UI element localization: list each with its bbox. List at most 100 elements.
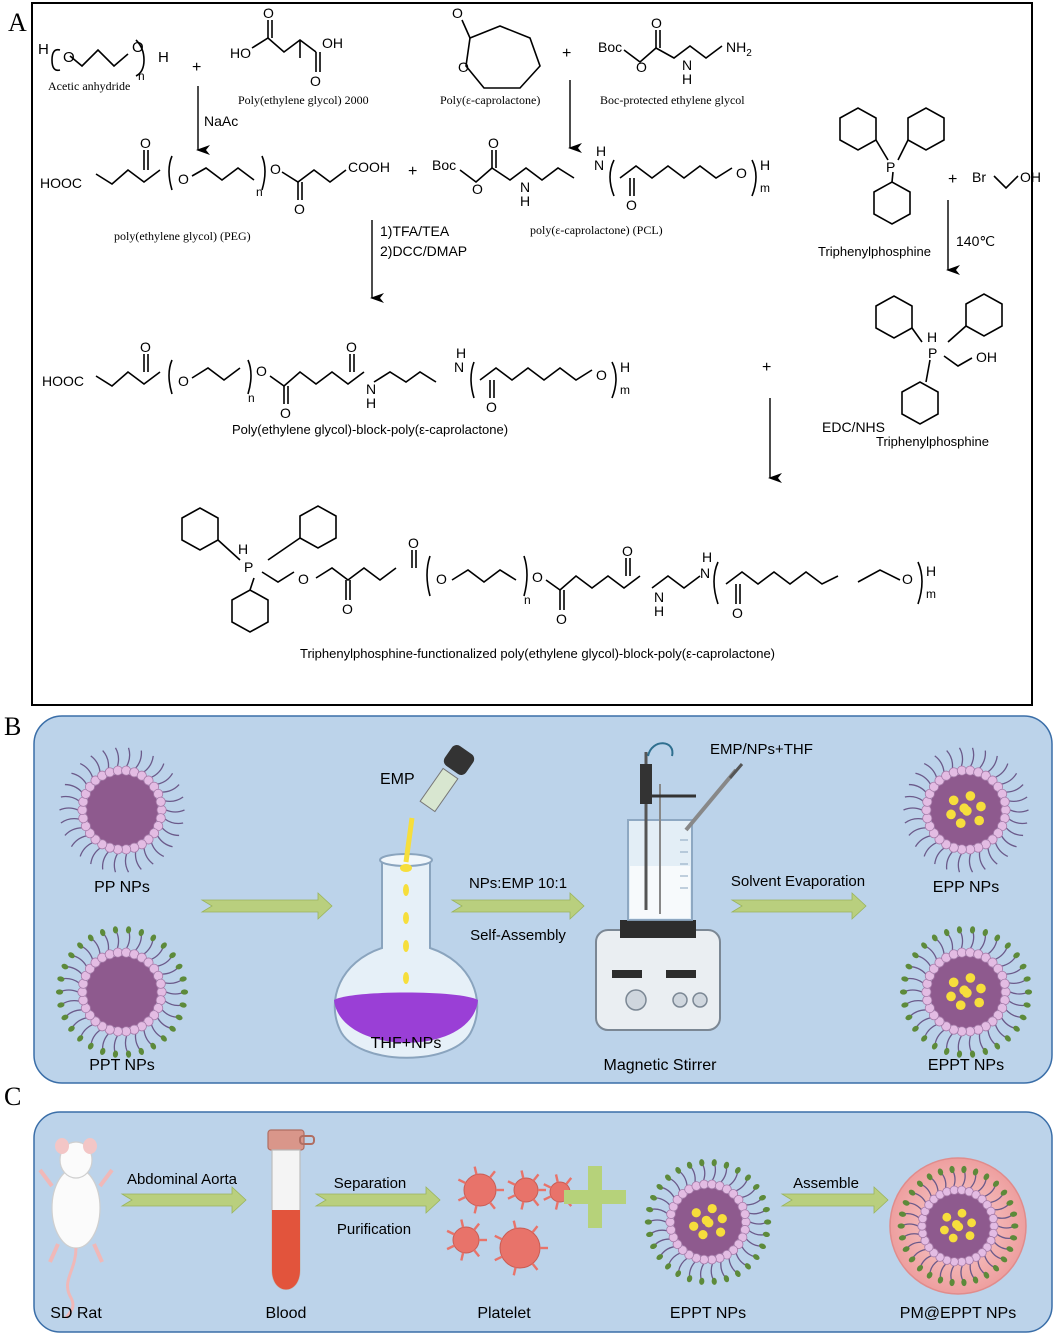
scheme-frame (31, 2, 1033, 706)
plus-sign: + (562, 45, 571, 62)
atom-h: H (926, 563, 936, 579)
atom-hooc: HOOC (42, 373, 84, 389)
atom-o: O (452, 5, 463, 21)
panel-label-b: B (4, 712, 22, 741)
eppt-nps-label: EPPT NPs (928, 1057, 1004, 1074)
atom-o: O (408, 535, 419, 551)
magnetic-stirrer-label: Magnetic Stirrer (604, 1057, 718, 1074)
atom-oh: OH (976, 349, 997, 365)
atom-h: H (366, 395, 376, 411)
plus-sign: + (408, 163, 417, 180)
plus-icon (564, 1166, 626, 1228)
atom-n: N (594, 157, 604, 173)
eppt-nanoparticle (899, 926, 1033, 1058)
atom-h: H (927, 329, 937, 345)
atom-o: O (294, 201, 305, 217)
atom-boc: Boc (598, 39, 622, 55)
atom-h: H (760, 157, 770, 173)
atom-p: P (928, 345, 937, 361)
temperature-label: 140℃ (956, 233, 995, 249)
atom-o: O (310, 73, 321, 89)
atom-hooc: HOOC (40, 175, 82, 191)
atom-n: N (454, 359, 464, 375)
atom-o: O (596, 367, 607, 383)
panel-label-c: C (4, 1082, 22, 1111)
atom-p: P (244, 559, 253, 575)
atom-n: N (682, 57, 692, 73)
atom-h: H (682, 71, 692, 87)
platelet-icon (446, 1166, 578, 1276)
magnetic-stirrer (595, 742, 744, 1031)
atom-o: O (178, 171, 189, 187)
pp-nanoparticle (59, 747, 185, 873)
atom-n: N (654, 589, 664, 605)
atom-o: O (458, 59, 469, 75)
repeat-n: n (256, 185, 263, 199)
atom-o: O (902, 571, 913, 587)
atom-n: N (700, 565, 710, 581)
step2-conditions: 2)DCC/DMAP (380, 243, 467, 259)
ppt-nps-label: PPT NPs (89, 1057, 155, 1074)
panel-c-background (33, 1111, 1053, 1333)
atom-h: H (158, 49, 169, 66)
peg-b-pcl-structure (95, 354, 617, 404)
triphenylphosphine-structure (839, 107, 945, 225)
atom-o: O (63, 49, 75, 66)
emp-droplet (403, 940, 409, 952)
atom-o: O (472, 181, 483, 197)
atom-h: H (38, 41, 49, 58)
triphenylphosphine-label: Triphenylphosphine (876, 434, 989, 449)
process-arrow (780, 1186, 889, 1214)
process-arrow (200, 892, 333, 920)
phosphonium-ethanol-structure (875, 293, 1003, 425)
process-arrow (730, 892, 867, 920)
atom-o: O (651, 15, 662, 31)
atom-o: O (532, 569, 543, 585)
repeat-m: m (620, 383, 630, 397)
separation-label: Separation (334, 1175, 407, 1192)
thf-nps-label: THF+NPs (371, 1035, 442, 1052)
assemble-label: Assemble (793, 1175, 859, 1192)
platelet-label: Platelet (477, 1305, 531, 1322)
round-bottom-flask (333, 853, 479, 1059)
pcl-label: poly(ε-caprolactone) (PCL) (530, 223, 663, 237)
atom-oh: OH (1020, 169, 1041, 185)
emp-droplet (403, 912, 409, 924)
atom-boc: Boc (432, 157, 456, 173)
emp-label: EMP (380, 771, 415, 788)
process-arrow (120, 1186, 247, 1214)
self-assembly-label: Self-Assembly (470, 927, 566, 944)
naac-reagent: NaAc (204, 113, 238, 129)
blood-label: Blood (266, 1305, 307, 1322)
atom-o: O (140, 135, 151, 151)
atom-o: O (270, 161, 281, 177)
pp-nps-label: PP NPs (94, 879, 150, 896)
atom-o: O (178, 373, 189, 389)
step1-conditions: 1)TFA/TEA (380, 223, 450, 239)
atom-p: P (886, 159, 895, 175)
atom-cooh: COOH (348, 159, 390, 175)
atom-nh2: NH2 (726, 39, 752, 59)
atom-o: O (556, 611, 567, 627)
atom-o: O (736, 165, 747, 181)
succinic-acid-structure (251, 20, 321, 72)
emp-droplet (403, 884, 409, 896)
emp-droplet (403, 972, 409, 984)
emp-nps-thf-label: EMP/NPs+THF (710, 741, 813, 758)
atom-br: Br (972, 169, 986, 185)
atom-o: O (346, 339, 357, 355)
atom-o: O (436, 571, 447, 587)
abdominal-aorta-label: Abdominal Aorta (127, 1171, 238, 1188)
platelet-membrane-shell (889, 1157, 1027, 1295)
caprolactone-structure (461, 19, 541, 89)
atom-o: O (488, 135, 499, 151)
repeat-m: m (926, 587, 936, 601)
peg-diol-structure (51, 39, 145, 77)
rat-icon (38, 1138, 114, 1319)
purification-label: Purification (337, 1221, 411, 1238)
atom-o: O (342, 601, 353, 617)
eppt-nanoparticle (644, 1159, 772, 1285)
triphenylphosphine-label: Triphenylphosphine (818, 244, 931, 259)
acetic-anhydride-label: Acetic anhydride (48, 79, 130, 93)
atom-o: O (298, 571, 309, 587)
